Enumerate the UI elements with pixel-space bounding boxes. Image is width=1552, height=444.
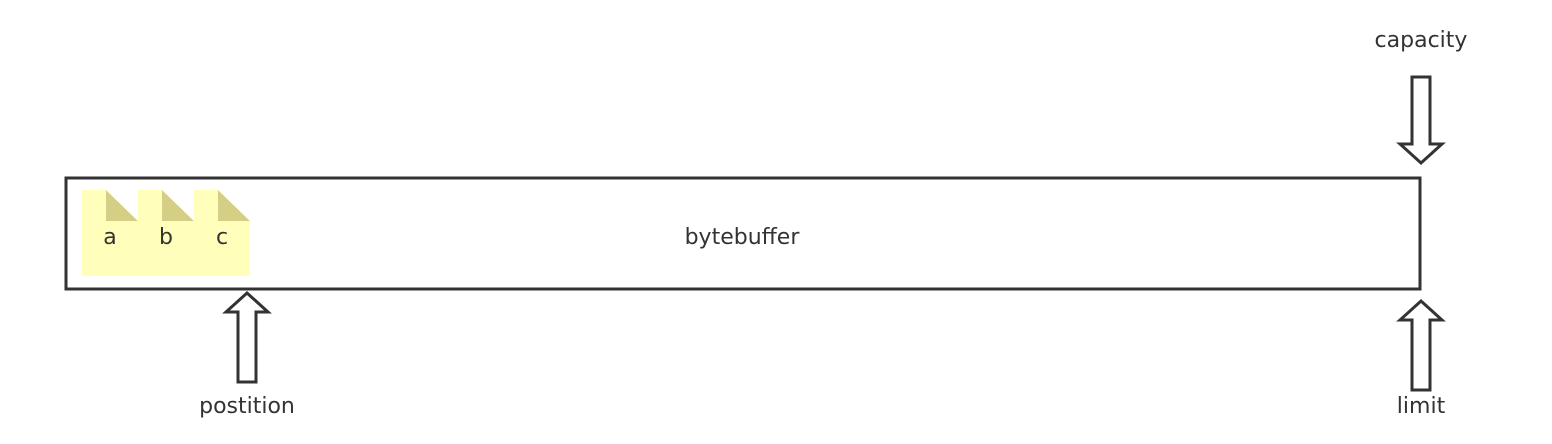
cell-b-corner <box>162 190 194 221</box>
bytebuffer-box <box>64 176 1422 291</box>
cell-c-corner <box>218 190 250 221</box>
cell-b-label: b <box>159 225 173 250</box>
cell-a-label: a <box>103 225 116 250</box>
capacity-label: capacity <box>1375 28 1468 53</box>
cell-a-corner <box>106 190 138 221</box>
position-label: postition <box>199 394 295 419</box>
position-arrow-icon <box>222 290 272 384</box>
cell-c: c <box>194 190 250 276</box>
bytebuffer-label: bytebuffer <box>685 225 801 250</box>
cell-c-label: c <box>216 225 228 250</box>
cell-a: a <box>82 190 138 276</box>
limit-label: limit <box>1397 394 1446 419</box>
capacity-arrow-icon <box>1396 75 1446 166</box>
cell-b: b <box>138 190 194 276</box>
limit-arrow-icon <box>1396 298 1446 392</box>
